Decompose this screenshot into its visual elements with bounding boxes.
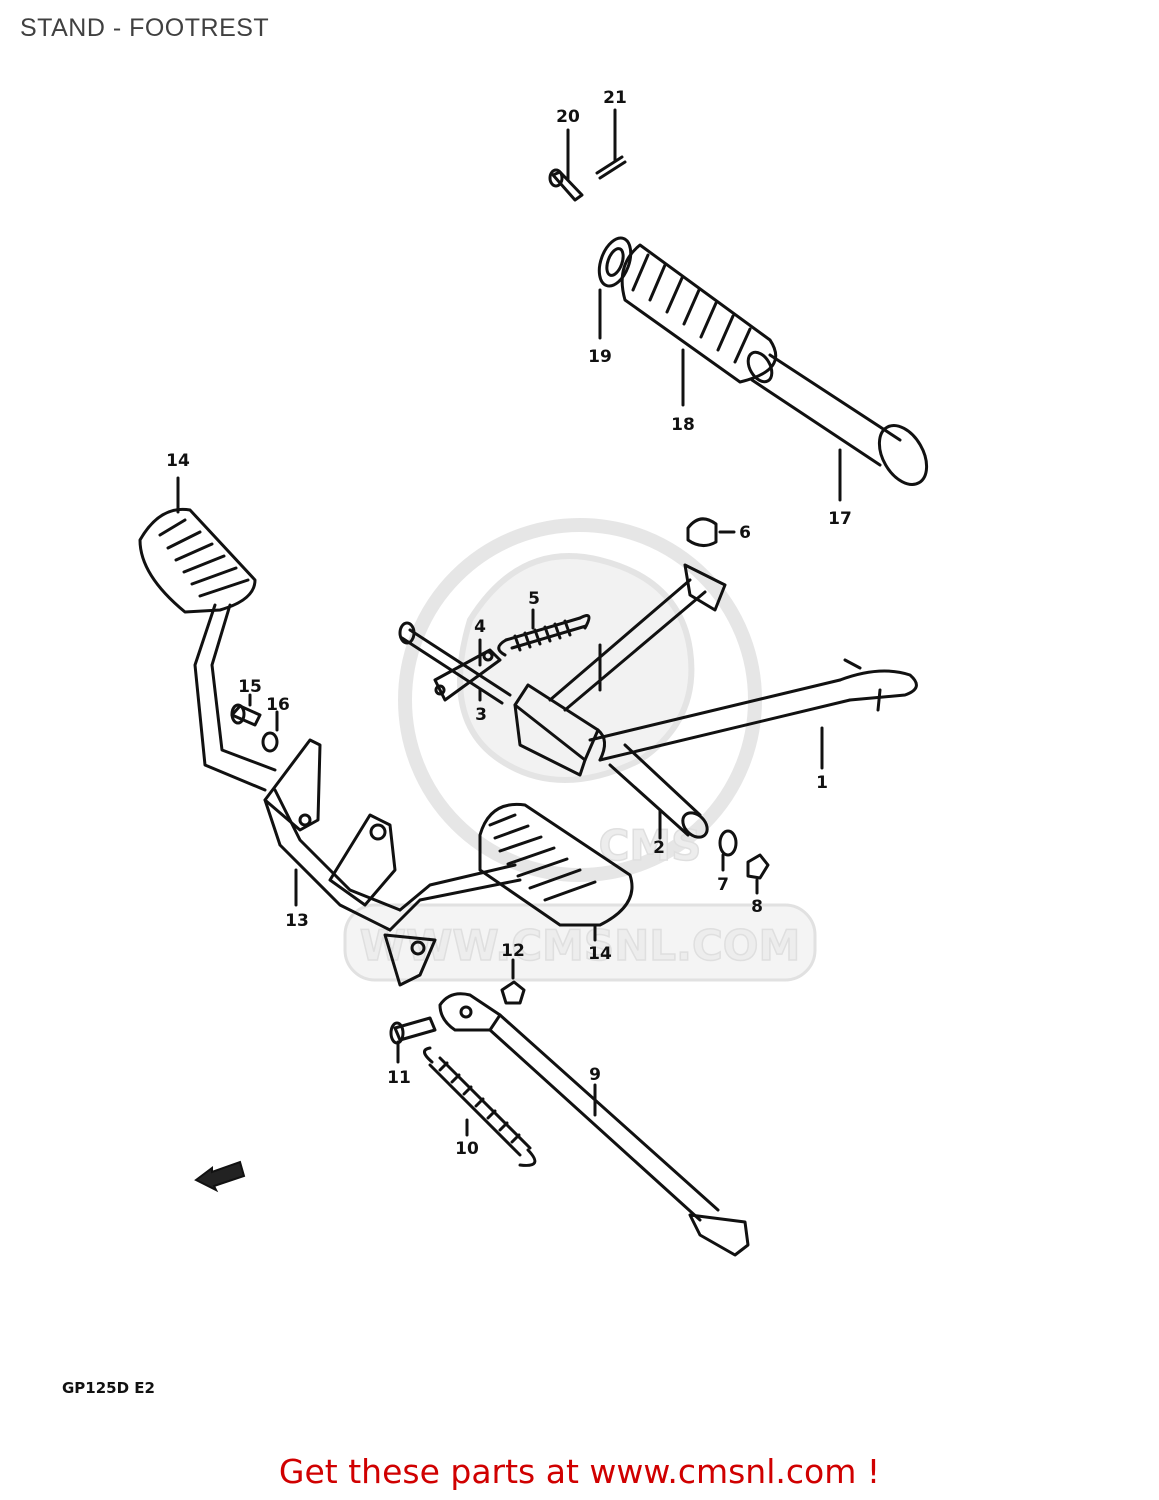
callout-5: 5	[528, 589, 540, 609]
part-14-footrest-rubber-right	[478, 802, 634, 942]
callout-14-lower: 14	[588, 944, 612, 964]
part-16-washer	[261, 710, 279, 753]
part-17-footrest-rod	[746, 350, 929, 502]
part-21-cotter-pin	[595, 108, 627, 180]
part-14-footrest-rubber-left	[138, 476, 257, 614]
watermark-banner	[343, 903, 817, 982]
page-title: STAND - FOOTREST	[20, 14, 270, 42]
callout-13: 13	[285, 911, 309, 931]
callout-18: 18	[671, 415, 695, 435]
model-code: GP125D E2	[62, 1379, 155, 1397]
part-20-bolt	[548, 128, 584, 202]
part-15-bolt	[230, 693, 262, 727]
part-3-4-bracket	[398, 621, 512, 705]
callout-10: 10	[455, 1139, 479, 1159]
callout-11: 11	[387, 1068, 411, 1088]
part-8-nut	[746, 853, 770, 895]
part-13-footrest-bracket	[193, 603, 522, 987]
footer-prefix: Get these parts at	[278, 1452, 590, 1491]
footer-suffix: !	[856, 1452, 881, 1491]
callout-15: 15	[238, 677, 262, 697]
callout-labels: 1 2 3 4 5 6 7 8 9 10 11 12 13 14 14 15 1…	[166, 88, 852, 1159]
part-18-rubber-grip	[620, 243, 778, 407]
part-2-shaft	[608, 743, 709, 840]
callout-16: 16	[266, 695, 290, 715]
callout-4: 4	[474, 617, 486, 637]
callout-6: 6	[739, 523, 751, 543]
callout-3: 3	[475, 705, 487, 725]
callout-21: 21	[603, 88, 627, 108]
part-12-nut	[500, 958, 526, 1005]
callout-9: 9	[589, 1065, 601, 1085]
cmsnl-watermark: WWW.CMSNL.COM CMS	[343, 518, 817, 982]
callout-7: 7	[717, 875, 729, 895]
part-7-washer	[718, 829, 738, 872]
callout-17: 17	[828, 509, 852, 529]
part-11-bolt	[389, 1016, 437, 1064]
part-5-spring	[497, 608, 591, 657]
part-9-side-stand	[438, 992, 750, 1257]
part-19-washer	[597, 236, 633, 340]
footer-promo: Get these parts at www.cmsnl.com !	[0, 1452, 1159, 1491]
callout-12: 12	[501, 941, 525, 961]
callout-2: 2	[653, 838, 665, 858]
callout-1: 1	[816, 773, 828, 793]
callout-14-upper: 14	[166, 451, 190, 471]
callout-19: 19	[588, 347, 612, 367]
callout-20: 20	[556, 107, 580, 127]
cmsnl-link[interactable]: www.cmsnl.com	[589, 1452, 857, 1491]
part-10-spring	[423, 1046, 537, 1167]
front-direction-arrow-icon	[194, 1160, 246, 1193]
part-1-main-stand	[513, 563, 918, 777]
callout-8: 8	[751, 897, 763, 917]
part-6-stopper	[686, 517, 736, 547]
